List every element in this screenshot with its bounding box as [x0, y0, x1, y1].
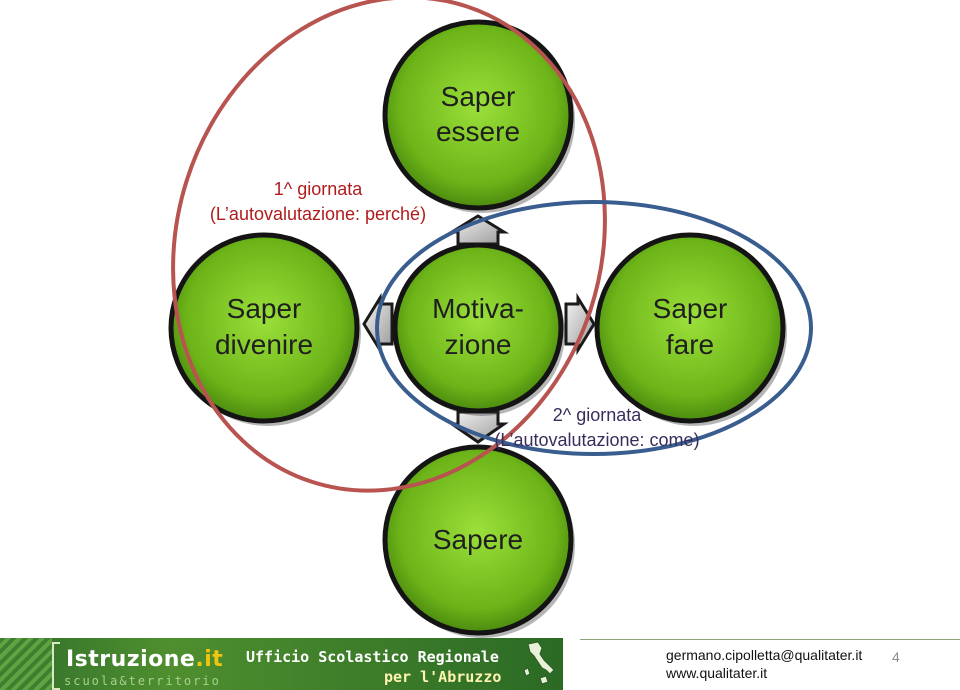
annotation-day2-subtitle: (L’autovalutazione: come) — [494, 430, 699, 450]
node-top-line1: Saper — [441, 81, 516, 112]
ellipse-day2 — [375, 200, 813, 456]
banner-office-line1: Ufficio Scolastico Regionale — [246, 648, 499, 666]
node-saper-fare: Saper fare — [594, 232, 787, 426]
ellipse-day1 — [171, 0, 607, 493]
node-top-line2: essere — [436, 116, 520, 147]
node-left-line1: Saper — [227, 293, 302, 324]
italy-map-icon — [523, 641, 555, 685]
footer-banner: Istruzione.it scuola&territorio Ufficio … — [0, 638, 563, 690]
node-sapere: Sapere — [382, 444, 575, 638]
node-right-line1: Saper — [653, 293, 728, 324]
node-right-line2: fare — [666, 329, 714, 360]
banner-pattern — [0, 638, 52, 690]
page-number: 4 — [892, 649, 900, 665]
banner-brand-tld: .it — [195, 647, 224, 672]
annotation-day2-title: 2^ giornata — [553, 405, 642, 425]
node-left-line2: divenire — [215, 329, 313, 360]
banner-subtitle: scuola&territorio — [64, 674, 221, 688]
node-saper-divenire: Saper divenire — [168, 232, 361, 426]
annotation-day1-title: 1^ giornata — [274, 179, 363, 199]
footer-email[interactable]: germano.cipolletta@qualitater.it — [666, 647, 863, 663]
node-bottom-label: Sapere — [433, 524, 523, 555]
node-motivazione: Motiva- zione — [392, 242, 565, 416]
node-saper-essere: Saper essere — [382, 19, 575, 213]
annotation-day1-subtitle: (L’autovalutazione: perché) — [210, 204, 426, 224]
footer-divider — [580, 639, 960, 640]
banner-bracket — [52, 642, 60, 690]
motivation-diagram: Saper essere Saper divenire Motiva- zion… — [168, 0, 813, 638]
node-center-line2: zione — [445, 329, 512, 360]
arrow-right — [564, 292, 596, 356]
node-center-line1: Motiva- — [432, 293, 524, 324]
banner-office-line2: per l'Abruzzo — [384, 668, 502, 686]
banner-brand: Istruzione.it — [66, 647, 223, 672]
footer-website[interactable]: www.qualitater.it — [666, 665, 768, 681]
banner-brand-name: Istruzione — [66, 647, 196, 672]
